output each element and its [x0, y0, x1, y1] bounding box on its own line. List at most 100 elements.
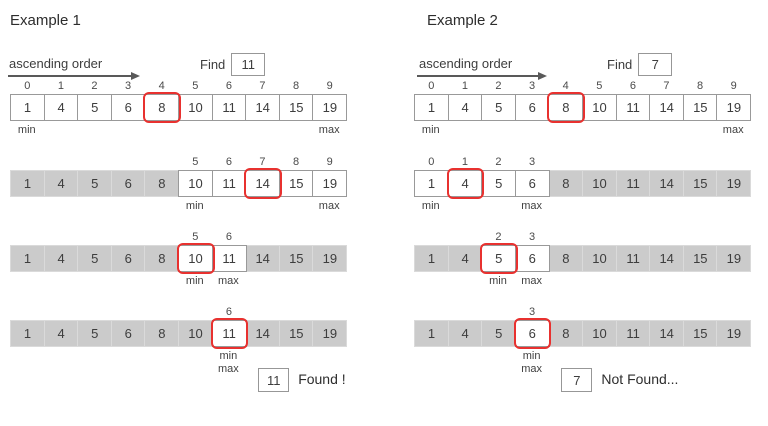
ascending-arrow-icon: [417, 72, 547, 80]
max-label: max: [521, 363, 542, 375]
highlight-box: [446, 168, 485, 199]
array-cell: 8: [144, 245, 180, 272]
array-cell: 4: [43, 320, 79, 347]
index-label: 3: [529, 306, 536, 318]
array-cell: 1: [10, 94, 45, 121]
arrow-head: [538, 72, 547, 80]
array-cell: 4: [43, 170, 79, 197]
array-cell: 5: [481, 320, 517, 347]
highlight-box: [143, 92, 181, 123]
index-label: 1: [461, 156, 468, 168]
array-cell: 19: [312, 94, 348, 121]
array-cell: 1: [414, 245, 449, 272]
array-cell: 19: [716, 320, 752, 347]
array-cell: 6: [514, 170, 550, 197]
array-cell: 8: [548, 170, 584, 197]
array-cell: 15: [278, 320, 314, 347]
index-label: 8: [697, 80, 704, 92]
ascending-order-label: ascending order: [9, 56, 103, 71]
array-cell: 6: [110, 170, 146, 197]
array-cell: 14: [649, 170, 685, 197]
index-label: 4: [562, 80, 569, 92]
min-label: min: [219, 350, 238, 362]
array-cell: 4: [447, 170, 483, 197]
array-cell: 8: [548, 245, 584, 272]
array-cell: 10: [178, 245, 213, 272]
result-value-box: 7: [561, 368, 593, 392]
array-cell: 4: [447, 245, 483, 272]
max-label: max: [521, 275, 542, 287]
array-cell: 8: [144, 320, 180, 347]
index-label: 8: [293, 80, 300, 92]
array-cell: 6: [110, 94, 146, 121]
index-label: 6: [225, 306, 232, 318]
array-cell: 5: [481, 170, 517, 197]
index-label: 5: [596, 80, 603, 92]
result-text: Found !: [298, 371, 346, 387]
find-label: Find: [200, 57, 226, 72]
index-label: 1: [57, 80, 64, 92]
index-label: 0: [428, 80, 435, 92]
array-cell: 6: [110, 320, 146, 347]
array-cell: 6: [514, 94, 550, 121]
array-cell: 1: [10, 320, 45, 347]
array-cell: 14: [649, 94, 685, 121]
array-cell: 11: [211, 320, 247, 347]
index-label: 0: [428, 156, 435, 168]
index-label: 5: [192, 80, 199, 92]
arrow-shaft: [417, 75, 542, 77]
highlight-box: [210, 318, 249, 349]
array-cell: 10: [582, 320, 617, 347]
min-label: min: [17, 124, 36, 136]
index-label: 2: [495, 156, 502, 168]
array-cell: 14: [245, 94, 281, 121]
highlight-box: [547, 92, 585, 123]
ascending-order-label: ascending order: [419, 56, 513, 71]
result-text: Not Found...: [601, 371, 679, 387]
array-cell: 14: [245, 245, 281, 272]
index-label: 2: [91, 80, 98, 92]
array-cell: 8: [548, 320, 584, 347]
array-cell: 14: [245, 320, 281, 347]
array-cell: 5: [77, 94, 113, 121]
max-label: max: [318, 200, 340, 212]
max-label: max: [521, 200, 542, 212]
min-label: min: [185, 200, 204, 212]
array-cell: 19: [716, 170, 752, 197]
array-cell: 11: [615, 245, 651, 272]
array-cell: 19: [312, 245, 348, 272]
array-cell: 5: [481, 94, 517, 121]
index-label: 5: [192, 156, 199, 168]
array-cell: 19: [716, 94, 752, 121]
array-cell: 11: [211, 170, 247, 197]
max-label: max: [318, 124, 340, 136]
array-cell: 11: [211, 245, 247, 272]
array-cell: 6: [514, 245, 550, 272]
index-label: 2: [495, 80, 502, 92]
array-cell: 11: [211, 94, 247, 121]
example-title: Example 1: [10, 12, 81, 29]
min-label: min: [185, 275, 204, 287]
highlight-box: [177, 243, 215, 274]
array-cell: 4: [447, 94, 483, 121]
index-label: 6: [225, 156, 232, 168]
max-label: max: [218, 275, 239, 287]
index-label: 2: [495, 231, 502, 243]
array-cell: 5: [77, 245, 113, 272]
ascending-arrow-icon: [8, 72, 140, 80]
find-value-box: 11: [231, 53, 266, 76]
highlight-box: [480, 243, 518, 274]
array-cell: 10: [582, 245, 617, 272]
array-cell: 10: [178, 320, 213, 347]
index-label: 7: [663, 80, 670, 92]
array-cell: 15: [682, 170, 718, 197]
highlight-box: [513, 318, 552, 349]
index-label: 9: [730, 80, 737, 92]
array-cell: 6: [514, 320, 550, 347]
array-cell: 19: [716, 245, 752, 272]
arrow-head: [131, 72, 140, 80]
array-cell: 4: [43, 245, 79, 272]
index-label: 3: [125, 80, 132, 92]
find-label: Find: [607, 57, 633, 72]
